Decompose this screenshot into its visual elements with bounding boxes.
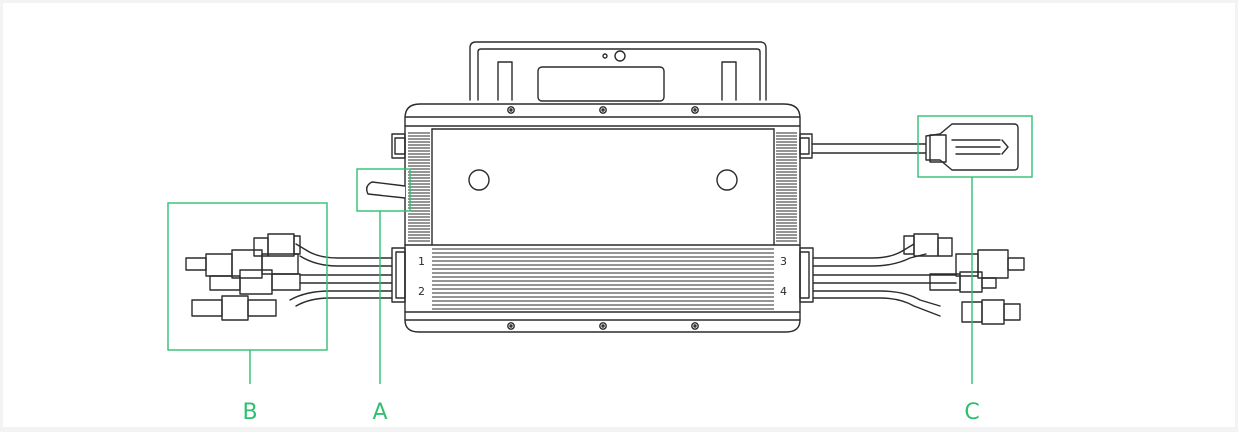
left-side-block [391,133,406,303]
screws [507,106,699,330]
port-3-label: 3 [780,255,787,268]
callout-a-box [356,168,411,212]
port-2-label: 2 [418,285,425,298]
inverter-body [404,103,801,333]
left-dc-cables [185,233,393,321]
antenna [365,181,406,199]
port-4-label: 4 [780,285,787,298]
right-side-block [799,133,814,303]
callout-c-label: C [964,400,979,425]
callout-b-label: B [242,400,257,425]
ac-output-cable [811,123,1019,171]
callout-c-box [917,115,1033,178]
heat-sink-fins [408,132,797,310]
port-1-label: 1 [418,255,425,268]
callout-a-label: A [372,400,387,425]
mounting-bracket [469,41,767,102]
port-numbers: 1 2 3 4 [418,255,787,298]
callout-b-box [167,202,328,351]
